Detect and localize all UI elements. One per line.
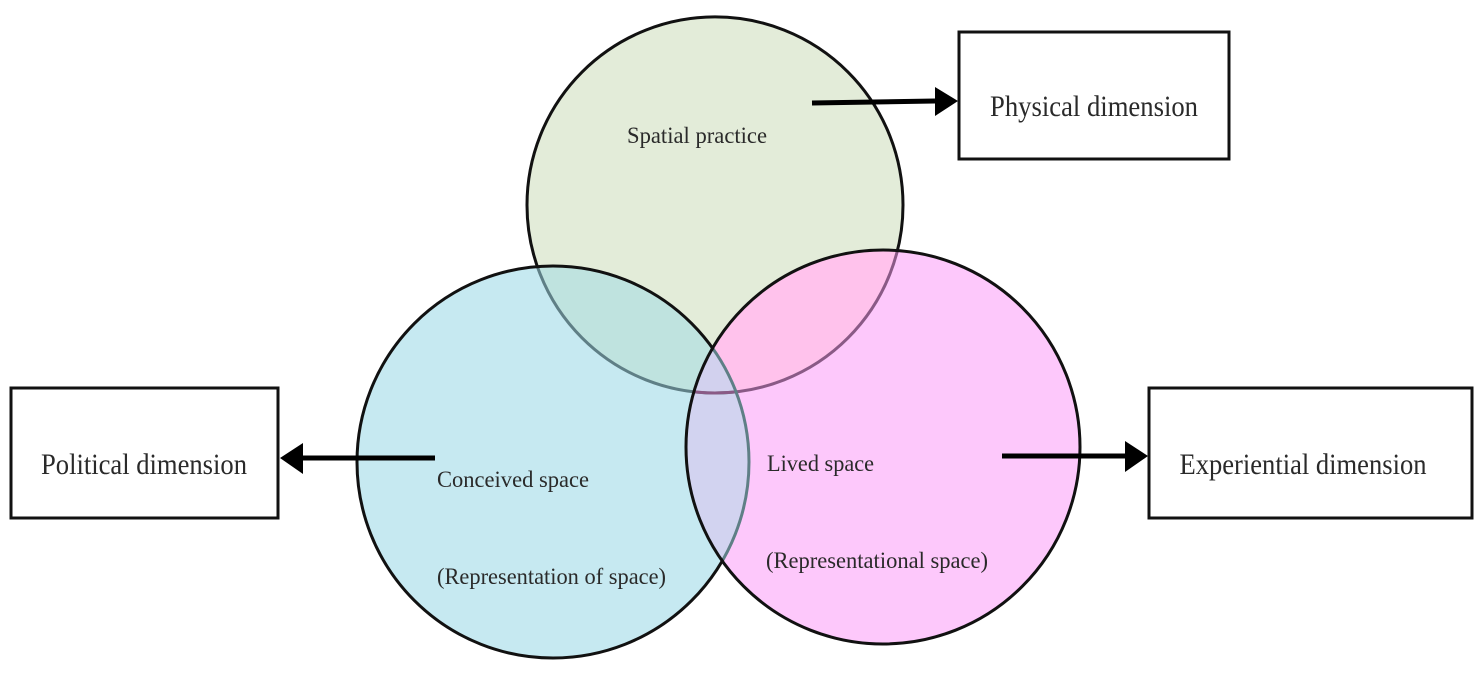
political-arrow-head bbox=[280, 443, 303, 474]
conceived-space-label: Conceived space bbox=[437, 467, 589, 492]
physical-arrow-head bbox=[935, 87, 958, 116]
physical-dimension-box bbox=[957, 30, 1231, 161]
political-dimension-label: Political dimension bbox=[41, 448, 247, 481]
experiential-dimension-label: Experiential dimension bbox=[1180, 448, 1427, 481]
conceived-space-outline bbox=[355, 264, 751, 660]
political-dimension-box bbox=[9, 386, 280, 520]
lived-space-sublabel: (Representational space) bbox=[766, 548, 988, 573]
experiential-dimension-box bbox=[1147, 386, 1474, 520]
spatial-lived-overlap bbox=[686, 250, 903, 393]
lived-space-outline bbox=[684, 248, 1082, 646]
experiential-arrow-head bbox=[1125, 441, 1148, 472]
spatial-conceived-overlap bbox=[527, 266, 749, 393]
physical-dimension-label: Physical dimension bbox=[990, 90, 1198, 123]
spatial-practice-label: Spatial practice bbox=[627, 123, 767, 148]
conceived-space-sublabel: (Representation of space) bbox=[437, 564, 666, 589]
lived-space-label: Lived space bbox=[767, 451, 874, 476]
physical-arrow-line bbox=[811, 98, 936, 106]
spatial-practice-outline bbox=[525, 15, 905, 395]
